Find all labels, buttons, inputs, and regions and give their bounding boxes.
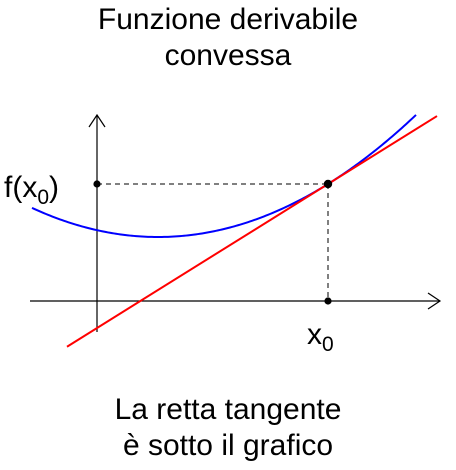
tangent-line xyxy=(66,115,438,348)
x0-label-main: x xyxy=(307,318,322,351)
y-axis-point xyxy=(93,180,101,188)
title-line-2: convessa xyxy=(164,39,292,72)
convex-curve xyxy=(31,114,417,239)
f-x0-label-close: ) xyxy=(49,171,59,204)
diagram-title: Funzione derivabile convessa xyxy=(0,2,456,74)
x0-label-sub: 0 xyxy=(322,333,334,356)
diagram-caption: La retta tangente è sotto il grafico xyxy=(0,392,456,464)
f-x0-label-sub: 0 xyxy=(37,186,49,209)
f-x0-label-main: f(x xyxy=(4,171,37,204)
f-x0-label: f(x0) xyxy=(4,171,59,209)
x-axis-point xyxy=(324,297,332,305)
x0-label: x0 xyxy=(307,318,334,356)
x-axis-arrowhead xyxy=(427,292,442,310)
y-axis-arrowhead xyxy=(88,113,106,128)
caption-line-1: La retta tangente xyxy=(114,393,342,426)
tangency-point xyxy=(323,179,333,189)
caption-line-2: è sotto il grafico xyxy=(122,429,334,462)
title-line-1: Funzione derivabile xyxy=(97,3,359,36)
